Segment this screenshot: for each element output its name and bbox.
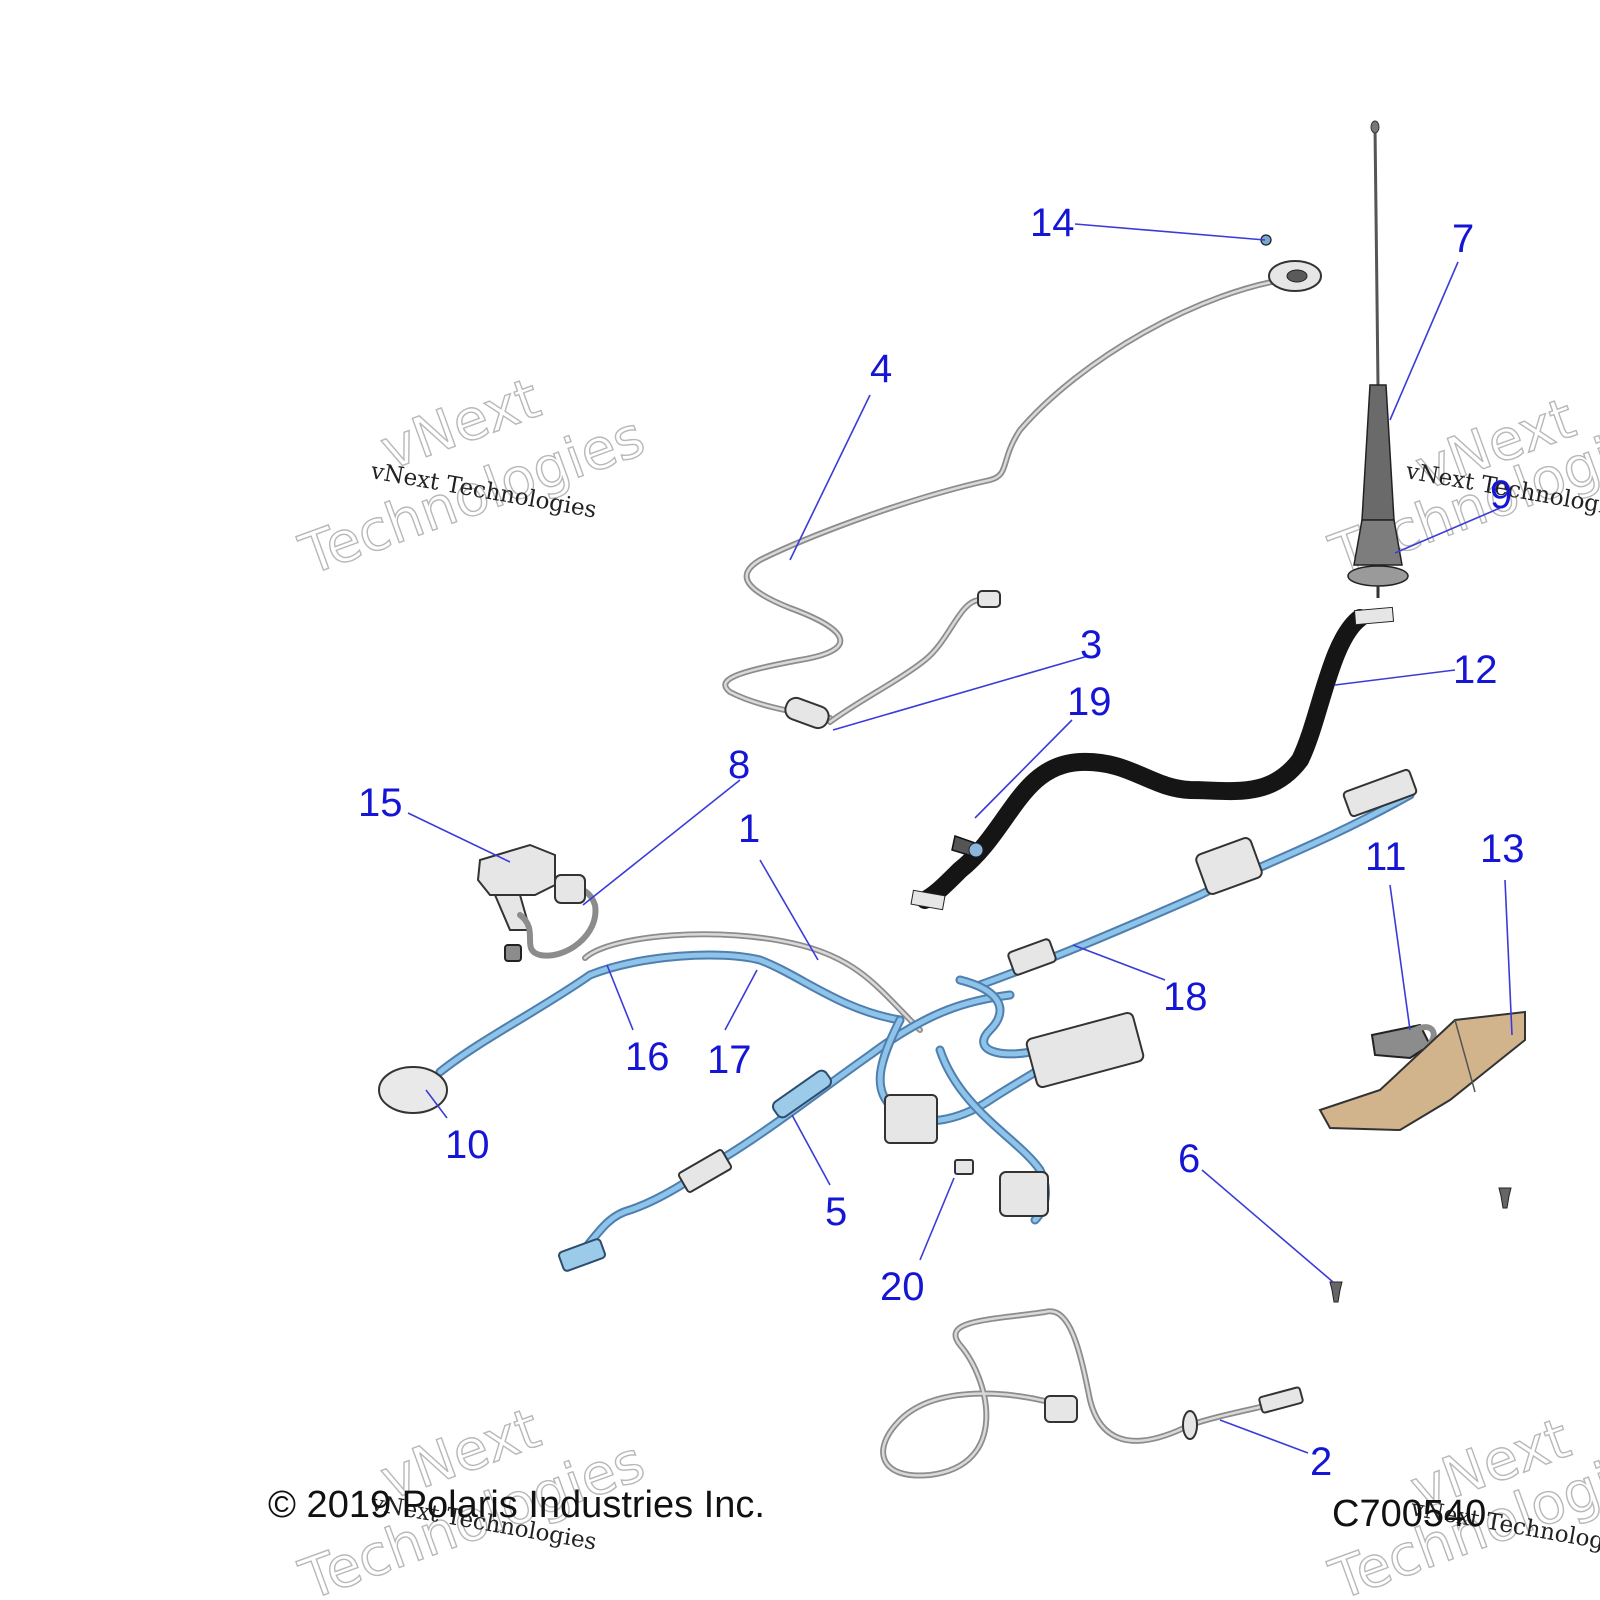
- part-3-cable: [784, 590, 1001, 730]
- callout-19: 19: [1067, 680, 1112, 724]
- callout-12: 12: [1453, 648, 1498, 692]
- relay-block-icon: [1195, 837, 1263, 895]
- callout-11: 11: [1365, 835, 1407, 879]
- callout-17: 17: [707, 1038, 752, 1082]
- connector-icon: [1258, 1386, 1304, 1414]
- small-connector-icon: [504, 944, 522, 962]
- part-13-bracket: [1318, 1010, 1526, 1132]
- callout-4: 4: [870, 347, 892, 391]
- connector-icon: [1044, 1395, 1078, 1423]
- antenna-base-icon: [1347, 565, 1409, 587]
- callout-3: 3: [1080, 623, 1102, 667]
- harness-sleeve-icon: [771, 1069, 833, 1119]
- callout-9: 9: [1490, 473, 1512, 517]
- grommet-icon: [1182, 1410, 1198, 1440]
- part-8-boot-icon: [554, 874, 586, 904]
- leader-lines: [407, 223, 1513, 1454]
- callout-1: 1: [738, 807, 760, 851]
- callout-6: 6: [1178, 1137, 1200, 1181]
- part-20-clip-icon: [954, 1159, 974, 1175]
- harness-connector-icon: [1007, 938, 1057, 976]
- figure-code: C700540: [1332, 1493, 1486, 1535]
- callout-16: 16: [625, 1035, 670, 1079]
- callout-18: 18: [1163, 975, 1208, 1019]
- harness-connector-icon: [1342, 768, 1418, 818]
- callout-8: 8: [728, 743, 750, 787]
- plug-connector-icon: [999, 1171, 1049, 1217]
- callout-2: 2: [1310, 1440, 1332, 1484]
- part-15-bracket: [476, 843, 599, 962]
- part-7-antenna: [1347, 120, 1409, 598]
- callout-5: 5: [825, 1190, 847, 1234]
- strap-terminal-icon: [1353, 606, 1395, 626]
- part-10-disc: [378, 1066, 448, 1114]
- part-1-cable: [582, 931, 923, 1033]
- callout-13: 13: [1480, 827, 1525, 871]
- harness-connector-icon: [677, 1149, 733, 1193]
- callout-10: 10: [445, 1123, 490, 1167]
- sleeve-icon: [784, 696, 830, 730]
- part-4-cable: [722, 260, 1322, 721]
- part-12-strap: [910, 606, 1395, 911]
- callout-20: 20: [880, 1265, 925, 1309]
- ecu-connector-icon: [1025, 1011, 1145, 1089]
- fuse-box-icon: [884, 1094, 938, 1144]
- part-6-bolts: [1329, 1187, 1512, 1303]
- strap-terminal-icon: [910, 889, 946, 911]
- callouts: 4 3 14 7 9 12 19 8 1 15 16 17 18 11 13 1…: [358, 201, 1525, 1484]
- callout-15: 15: [358, 781, 403, 825]
- part-19-clip: [951, 835, 984, 858]
- part-5-harness: [435, 768, 1418, 1272]
- part-2-cable: [880, 1308, 1304, 1479]
- harness-connector-icon: [558, 1238, 606, 1272]
- connector-icon: [977, 590, 1001, 608]
- watermark-top-left: vNext Technologies vNext Technologies: [291, 365, 654, 589]
- callout-7: 7: [1452, 217, 1474, 261]
- callout-14: 14: [1030, 201, 1075, 245]
- copyright-text: © 2019 Polaris Industries Inc.: [268, 1484, 765, 1526]
